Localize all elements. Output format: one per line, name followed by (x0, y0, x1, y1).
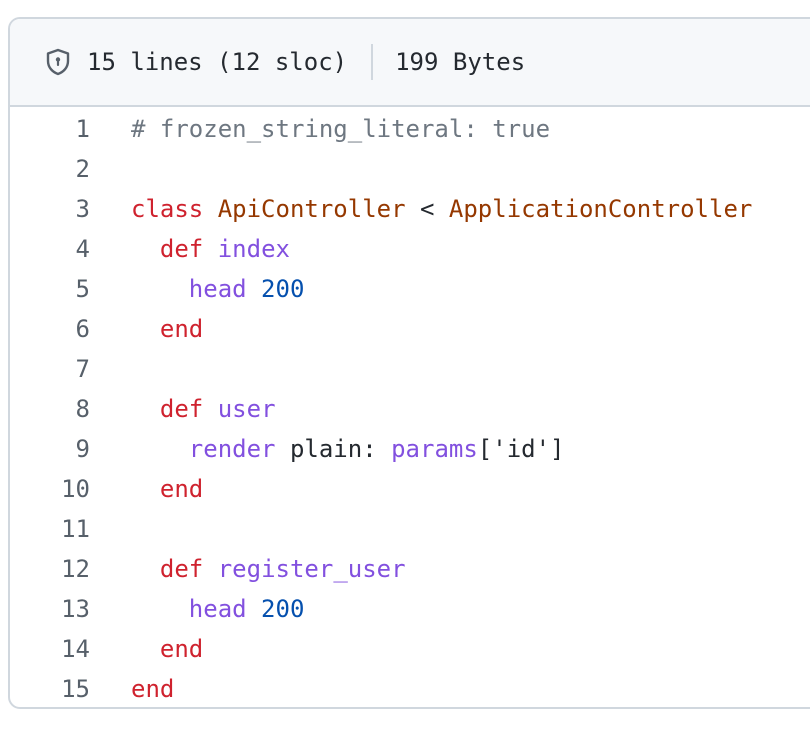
line-number[interactable]: 4 (75, 235, 90, 263)
code-line: 2 (10, 147, 810, 187)
code-token: ['id'] (477, 435, 565, 463)
code-line: 15 end (10, 667, 810, 707)
code-line: 14 end (10, 627, 810, 667)
code-token: head (188, 275, 247, 303)
line-source: head 200 (131, 589, 305, 629)
code-token (131, 435, 189, 463)
code-token: class (131, 195, 204, 223)
line-source: head 200 (131, 269, 305, 309)
lines-info: 15 lines (12 sloc) (87, 48, 348, 76)
line-number[interactable]: 8 (75, 395, 90, 423)
code-token (131, 635, 160, 663)
code-token (203, 195, 217, 223)
code-token (203, 395, 217, 423)
line-number[interactable]: 7 (75, 355, 90, 383)
code-line: 5 head 200 (10, 267, 810, 307)
code-line: 10 end (10, 467, 810, 507)
code-token: head (188, 595, 247, 623)
code-token: plain: (275, 435, 392, 463)
line-number[interactable]: 2 (75, 155, 90, 183)
code-token: def (159, 235, 204, 263)
header-divider (371, 44, 374, 80)
code-line: 7 (10, 347, 810, 387)
code-token: end (159, 635, 204, 663)
line-number[interactable]: 5 (75, 275, 90, 303)
code-line: 1 # frozen_string_literal: true (10, 107, 810, 147)
line-source: end (131, 669, 175, 707)
code-line: 13 head 200 (10, 587, 810, 627)
line-source: end (131, 469, 203, 509)
code-token (203, 235, 217, 263)
line-source: # frozen_string_literal: true (131, 109, 550, 149)
code-token: def (159, 555, 204, 583)
line-number[interactable]: 12 (61, 555, 90, 583)
code-token: end (159, 475, 204, 503)
code-token: end (159, 315, 204, 343)
code-token (247, 595, 261, 623)
line-source: def register_user (131, 549, 406, 589)
file-viewer: 15 lines (12 sloc) 199 Bytes 1 # frozen_s… (8, 17, 810, 709)
code-token: # frozen_string_literal: true (131, 115, 551, 143)
line-number[interactable]: 13 (61, 595, 90, 623)
line-source: end (131, 309, 203, 349)
line-source: def index (131, 229, 290, 269)
code-token (131, 475, 160, 503)
file-header: 15 lines (12 sloc) 199 Bytes (10, 19, 810, 107)
code-line: 6 end (10, 307, 810, 347)
line-number[interactable]: 6 (75, 315, 90, 343)
line-number[interactable]: 14 (61, 635, 90, 663)
code-token: ApplicationController (448, 195, 753, 223)
line-number[interactable]: 1 (75, 115, 90, 143)
code-line: 8 def user (10, 387, 810, 427)
code-token: user (217, 395, 276, 423)
code-token (131, 315, 160, 343)
line-source: render plain: params['id'] (131, 429, 565, 469)
code-token (131, 395, 160, 423)
code-token (131, 275, 189, 303)
code-token (131, 555, 160, 583)
code-token: index (217, 235, 290, 263)
code-token (247, 275, 261, 303)
line-number[interactable]: 9 (75, 435, 90, 463)
code-token: params (391, 435, 478, 463)
code-area: 1 # frozen_string_literal: true 2 3 class Ap… (10, 107, 810, 707)
line-number[interactable]: 10 (61, 475, 90, 503)
code-token: render (188, 435, 276, 463)
code-token: end (131, 675, 175, 703)
code-line: 12 def register_user (10, 547, 810, 587)
code-line: 4 def index (10, 227, 810, 267)
code-token (131, 235, 160, 263)
line-number[interactable]: 11 (61, 515, 90, 543)
code-line: 3 class ApiController < ApplicationContro… (10, 187, 810, 227)
code-token (203, 555, 217, 583)
code-token: 200 (261, 595, 305, 623)
code-line: 11 (10, 507, 810, 547)
shield-icon (43, 47, 73, 77)
code-token: def (159, 395, 204, 423)
line-source: class ApiController < ApplicationControl… (131, 189, 752, 229)
code-line: 9 render plain: params['id'] (10, 427, 810, 467)
code-token: register_user (217, 555, 406, 583)
line-number[interactable]: 3 (75, 195, 90, 223)
code-token (131, 595, 189, 623)
size-info: 199 Bytes (395, 48, 526, 76)
code-token: ApiController (217, 195, 406, 223)
line-number[interactable]: 15 (61, 675, 90, 703)
line-source: def user (131, 389, 276, 429)
code-token: < (405, 195, 449, 223)
line-source: end (131, 629, 203, 669)
code-token: 200 (261, 275, 305, 303)
